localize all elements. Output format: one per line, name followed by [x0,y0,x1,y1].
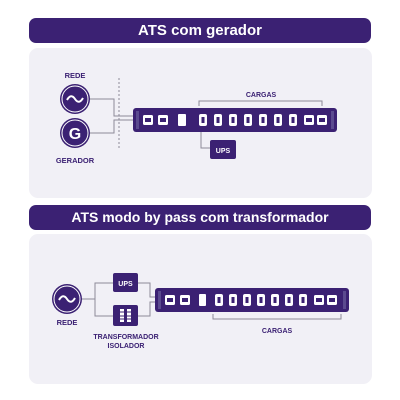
transformador-label: TRANSFORMADOR [93,334,158,341]
isolador-label: ISOLADOR [108,343,145,350]
ac-source-icon [52,284,82,314]
ats-pdu-unit [133,108,337,132]
ats-pdu-unit [155,288,349,312]
banner-ats-bypass: ATS modo by pass com transformador [29,205,371,230]
generator-icon: G [60,118,90,148]
ac-source-icon [60,84,90,114]
connection-lines [82,282,155,317]
cargas-bracket [212,314,342,320]
gerador-label: GERADOR [56,156,95,165]
ups-box: UPS [210,140,236,159]
ups-label: UPS [118,281,133,288]
rede-label: REDE [65,71,86,80]
cargas-label: CARGAS [262,328,293,335]
transformer-icon [113,305,138,326]
ups-box: UPS [113,273,138,292]
rede-label: REDE [57,318,78,327]
banner-title: ATS com gerador [138,22,262,39]
banner-ats-gerador: ATS com gerador [29,18,371,43]
banner-title: ATS modo by pass com transformador [71,209,329,225]
ups-label: UPS [216,148,231,155]
generator-glyph: G [69,126,81,143]
cargas-bracket [198,100,323,106]
cargas-label: CARGAS [246,92,277,99]
connection-lines [90,78,210,150]
